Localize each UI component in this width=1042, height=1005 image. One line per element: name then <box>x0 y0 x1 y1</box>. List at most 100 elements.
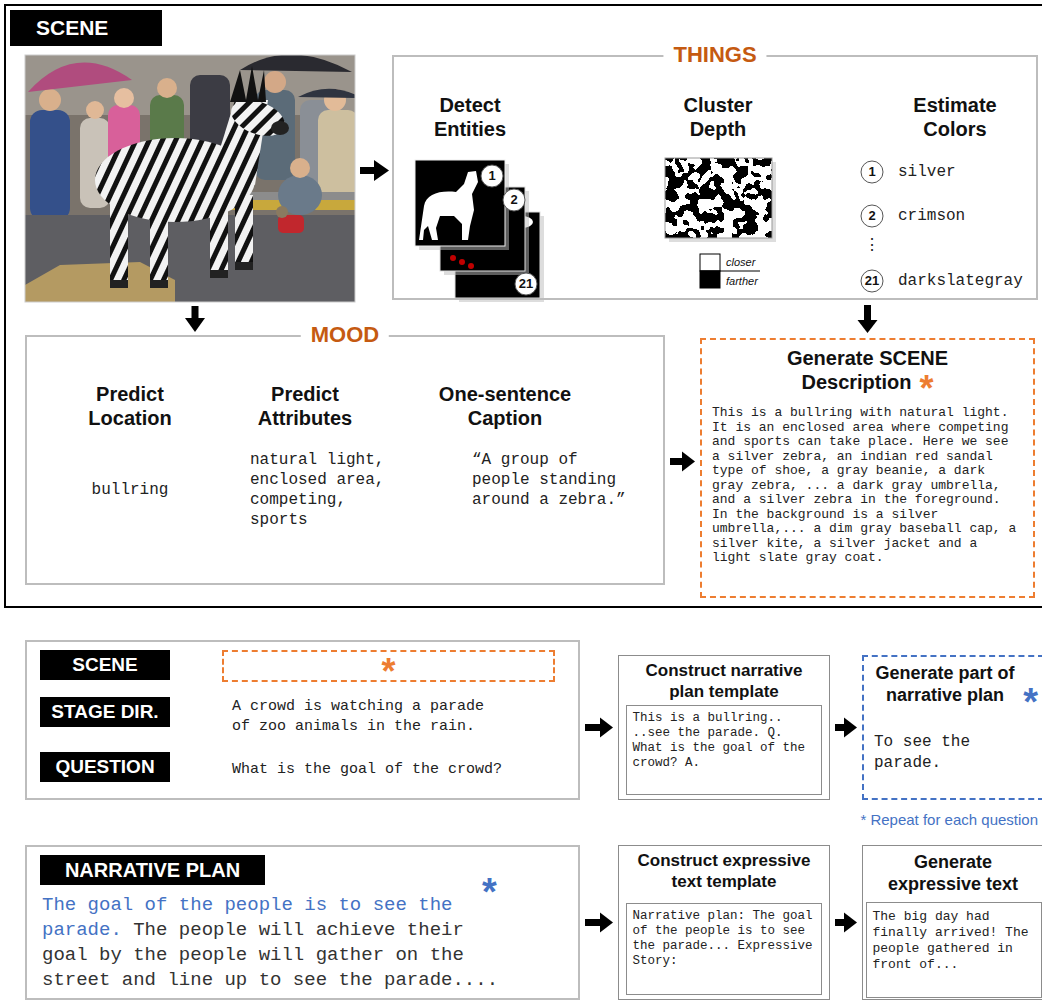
arrow-shaft <box>835 724 845 731</box>
process-box: Construct narrative plan templateThis is… <box>618 655 830 800</box>
illustration-part <box>230 66 266 102</box>
arrow-shaft <box>585 724 601 731</box>
illustration-part <box>276 206 288 218</box>
illustration-part <box>374 160 389 181</box>
node-text: Generate expressive text <box>863 846 1042 895</box>
callout-number: 2 <box>860 207 884 225</box>
illustration-part <box>240 55 352 72</box>
illustration-part <box>515 273 537 295</box>
row-tab: SCENE <box>40 650 170 680</box>
illustration-part <box>415 160 505 246</box>
illustration-part <box>700 271 760 272</box>
node-text: * <box>224 652 553 692</box>
illustration-part <box>264 71 286 93</box>
node-text: MOOD <box>301 322 389 348</box>
row-tab: STAGE DIR. <box>40 697 170 727</box>
node-text: Narrative plan: The goal of the people i… <box>627 904 821 974</box>
illustration-part <box>481 165 503 187</box>
template-box: This is a bullring.. ..see the parade. Q… <box>626 705 822 795</box>
arrow-shaft <box>585 919 601 926</box>
arrow-shaft <box>864 305 871 321</box>
illustration-part <box>503 189 525 211</box>
callout-number: 1 <box>860 163 884 181</box>
node-text: SCENE <box>10 10 162 46</box>
illustration-part <box>700 254 720 271</box>
illustration-part <box>419 171 478 240</box>
color-markers <box>861 161 883 292</box>
photo-frame <box>25 55 355 302</box>
color-name: silver <box>898 162 956 182</box>
node-text: * <box>482 873 497 911</box>
arrow-head <box>844 718 857 738</box>
template-box: Narrative plan: The goal of the people i… <box>626 903 822 995</box>
illustration-part <box>861 270 883 292</box>
node-text: THINGS <box>663 42 766 68</box>
generate-box: Generate part of narrative plan*To see t… <box>862 655 1042 800</box>
column-heading: Predict Location <box>75 382 185 430</box>
illustration-part <box>700 271 720 288</box>
photo-arrows <box>185 160 389 332</box>
node-text: To see the parade. <box>864 706 1042 778</box>
node-text: SCENE <box>40 650 170 680</box>
color-name: crimson <box>898 206 965 226</box>
illustration-part <box>861 205 883 227</box>
color-name: darkslategray <box>898 271 1023 291</box>
node-text: This is a bullring.. ..see the parade. Q… <box>627 706 821 776</box>
node-text: STAGE DIR. <box>40 697 170 727</box>
column-heading: Predict Attributes <box>245 382 365 430</box>
node-text: A crowd is watching a parade of zoo anim… <box>232 697 508 737</box>
illustration-part <box>459 259 465 265</box>
illustration-part <box>468 263 474 269</box>
illustration-part <box>665 158 772 238</box>
arrow-head <box>600 718 613 738</box>
arrow-head <box>858 320 878 333</box>
flow-arrow <box>858 305 878 333</box>
illustration-part <box>271 121 289 135</box>
illustration-part <box>39 89 61 111</box>
illustration-part <box>360 167 375 174</box>
text-group: Generate SCENE Description* <box>780 346 955 394</box>
depth-map <box>665 158 776 288</box>
flow-arrow <box>585 718 613 738</box>
narrative-plan-box: NARRATIVE PLAN *The goal of the people is… <box>25 845 580 1000</box>
entity-masks <box>415 160 544 302</box>
arrow-shaft <box>670 458 683 465</box>
column-heading: One-sentence Caption <box>435 382 575 430</box>
node-text: QUESTION <box>40 752 170 782</box>
illustration-part <box>450 255 456 261</box>
illustration-part <box>114 88 134 108</box>
callout-number: 21 <box>860 272 884 290</box>
node-text: Construct expressive text template <box>619 846 829 892</box>
scene-photo <box>25 55 355 302</box>
process-box: Construct expressive text templateNarrat… <box>618 845 830 1000</box>
prediction-value: natural light, enclosed area, competing,… <box>250 450 400 530</box>
flow-arrow <box>835 913 857 933</box>
illustration-part <box>150 280 168 288</box>
illustration-part <box>86 101 104 119</box>
illustration-part <box>30 110 70 220</box>
callout-number: 1 <box>480 167 504 185</box>
output-box: The big day had finally arrived! The peo… <box>866 902 1042 998</box>
flow-arrow <box>670 452 695 472</box>
row-tab: QUESTION <box>40 752 170 782</box>
arrow-head <box>600 913 613 933</box>
ellipsis: ⋮ <box>860 236 884 256</box>
illustration-part <box>861 161 883 183</box>
node-text: The big day had finally arrived! The peo… <box>867 903 1041 979</box>
process-box: Generate expressive textThe big day had … <box>862 845 1042 1000</box>
illustration-part <box>298 89 355 98</box>
flow-arrow <box>585 913 613 933</box>
input-box: A crowd is watching a parade of zoo anim… <box>25 640 580 800</box>
illustration-part <box>185 318 205 332</box>
node-text: Construct narrative plan template <box>619 656 829 702</box>
arrow-head <box>682 452 695 472</box>
node-text: NARRATIVE PLAN <box>40 855 265 885</box>
text-group: The goal of the people is to see the par… <box>27 893 527 997</box>
callout-number: 21 <box>514 275 538 293</box>
illustration-part <box>290 158 310 178</box>
column-heading: Cluster Depth <box>663 93 773 141</box>
node-text: Generate part of narrative plan <box>864 657 1042 706</box>
node-text: * <box>1023 683 1038 721</box>
